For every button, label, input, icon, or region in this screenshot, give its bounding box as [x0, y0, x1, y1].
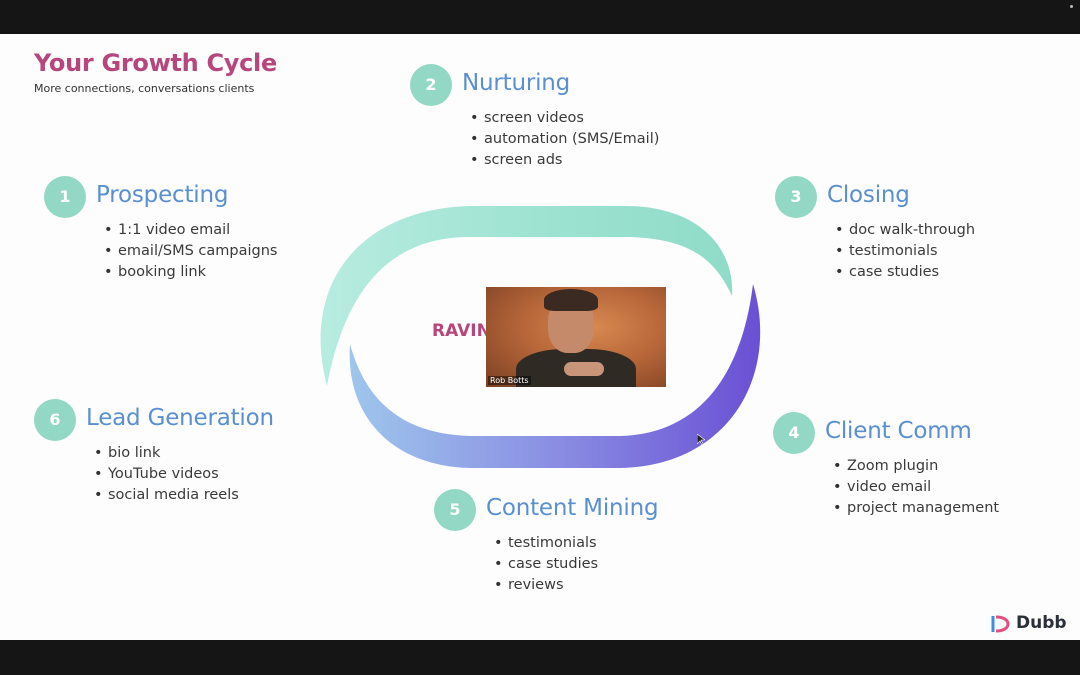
step-items: doc walk-through testimonials case studi… [835, 220, 975, 283]
step-items: bio link YouTube videos social media ree… [94, 443, 239, 506]
growth-cycle-diagram [320, 206, 761, 468]
list-item: case studies [494, 554, 598, 575]
list-item: case studies [835, 262, 975, 283]
step-number-badge: 4 [773, 412, 815, 454]
speaker-hands [564, 362, 604, 376]
step-title: Prospecting [96, 182, 229, 208]
list-item: testimonials [835, 241, 975, 262]
list-item: YouTube videos [94, 464, 239, 485]
speaker-hair [544, 289, 598, 311]
list-item: bio link [94, 443, 239, 464]
slide-title: Your Growth Cycle [34, 49, 277, 77]
list-item: reviews [494, 575, 598, 596]
brand-name: Dubb [1016, 613, 1067, 633]
more-dot-icon[interactable] [1070, 5, 1073, 8]
bottom-bar [0, 640, 1080, 675]
step-title: Nurturing [462, 70, 571, 96]
step-items: testimonials case studies reviews [494, 533, 598, 596]
top-bar [0, 0, 1080, 34]
top-cycle-arc [320, 206, 733, 386]
dubb-logo-icon [991, 615, 1010, 633]
step-items: screen videos automation (SMS/Email) scr… [470, 108, 659, 171]
list-item: email/SMS campaigns [104, 241, 277, 262]
list-item: doc walk-through [835, 220, 975, 241]
step-items: Zoom plugin video email project manageme… [833, 456, 999, 519]
step-number-badge: 2 [410, 64, 452, 106]
step-number-badge: 1 [44, 176, 86, 218]
step-title: Closing [827, 182, 910, 208]
list-item: screen ads [470, 150, 659, 171]
step-title: Content Mining [486, 495, 659, 521]
list-item: video email [833, 477, 999, 498]
step-title: Lead Generation [86, 405, 274, 431]
speaker-name-label: Rob Botts [488, 376, 531, 385]
list-item: project management [833, 498, 999, 519]
slide-subtitle: More connections, conversations clients [34, 82, 255, 95]
step-number-badge: 6 [34, 399, 76, 441]
step-items: 1:1 video email email/SMS campaigns book… [104, 220, 277, 283]
list-item: Zoom plugin [833, 456, 999, 477]
step-number-badge: 3 [775, 176, 817, 218]
mouse-cursor-icon [697, 434, 705, 446]
list-item: automation (SMS/Email) [470, 129, 659, 150]
list-item: testimonials [494, 533, 598, 554]
list-item: 1:1 video email [104, 220, 277, 241]
step-title: Client Comm [825, 418, 972, 444]
center-label: RAVIN [432, 321, 491, 341]
list-item: booking link [104, 262, 277, 283]
list-item: screen videos [470, 108, 659, 129]
presentation-slide: Your Growth Cycle More connections, conv… [0, 34, 1080, 640]
list-item: social media reels [94, 485, 239, 506]
speaker-video-tile[interactable]: Rob Botts [486, 287, 666, 387]
step-number-badge: 5 [434, 489, 476, 531]
